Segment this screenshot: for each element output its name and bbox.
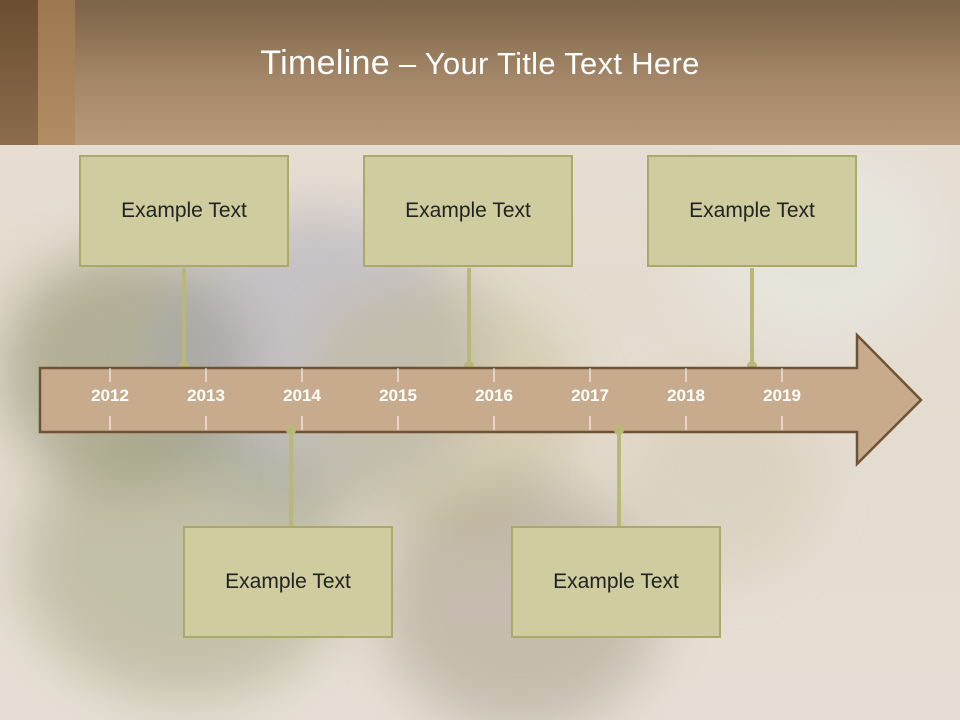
year-label: 2013: [187, 386, 225, 405]
connector-line: [289, 430, 293, 527]
timeline-bottom-box: Example Text: [511, 526, 721, 638]
connector-dot: [179, 361, 189, 371]
connector-dot: [747, 361, 757, 371]
timeline-bottom-box: Example Text: [183, 526, 393, 638]
year-label: 2017: [571, 386, 609, 405]
box-text: Example Text: [121, 199, 247, 222]
header-accent-strip: [38, 0, 75, 145]
title-separator: –: [389, 46, 425, 81]
slide-title: Timeline – Your Title Text Here: [0, 44, 960, 83]
year-label: 2012: [91, 386, 129, 405]
year-label: 2015: [379, 386, 417, 405]
box-text: Example Text: [553, 570, 679, 593]
year-label: 2018: [667, 386, 705, 405]
year-label: 2019: [763, 386, 801, 405]
year-label: 2014: [283, 386, 321, 405]
connector-line: [750, 268, 754, 365]
title-main: Timeline: [260, 44, 390, 82]
timeline-top-box: Example Text: [363, 155, 573, 267]
box-text: Example Text: [689, 199, 815, 222]
header-accent-strip: [0, 0, 38, 145]
year-label: 2016: [475, 386, 513, 405]
timeline-top-box: Example Text: [647, 155, 857, 267]
header-band: [0, 0, 960, 145]
connector-line: [617, 430, 621, 527]
arrow-shape: [38, 331, 923, 468]
connector-dot: [464, 361, 474, 371]
box-text: Example Text: [405, 199, 531, 222]
title-sub: Your Title Text Here: [424, 46, 700, 81]
connector-line: [182, 268, 186, 365]
timeline-top-box: Example Text: [79, 155, 289, 267]
connector-line: [467, 268, 471, 365]
box-text: Example Text: [225, 570, 351, 593]
